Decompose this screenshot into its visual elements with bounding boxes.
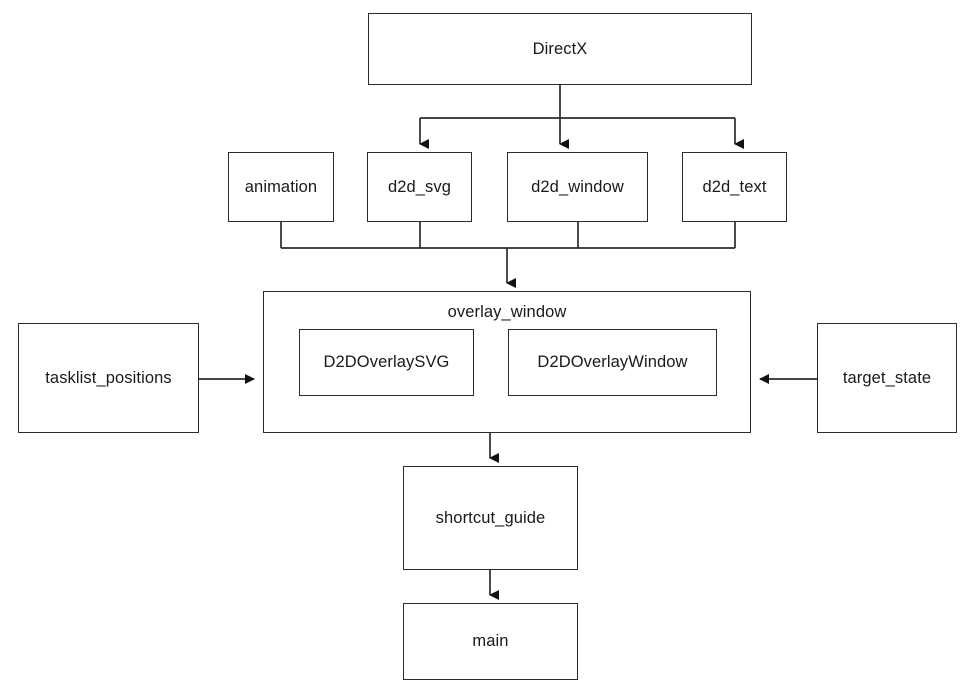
- node-animation-label: animation: [244, 177, 318, 196]
- node-overlay-window[interactable]: overlay_window D2DOverlaySVG D2DOverlayW…: [263, 291, 751, 433]
- node-d2d-overlay-window-label: D2DOverlayWindow: [537, 353, 688, 371]
- node-d2d-svg[interactable]: d2d_svg: [367, 152, 472, 222]
- node-d2d-svg-label: d2d_svg: [387, 177, 452, 196]
- node-main[interactable]: main: [403, 603, 578, 680]
- node-d2d-window-label: d2d_window: [531, 177, 624, 196]
- node-d2d-overlay-svg[interactable]: D2DOverlaySVG: [299, 329, 474, 396]
- node-overlay-window-label: overlay_window: [447, 303, 567, 321]
- node-d2d-overlay-window[interactable]: D2DOverlayWindow: [508, 329, 717, 396]
- node-directx[interactable]: DirectX: [368, 13, 752, 85]
- node-tasklist-positions[interactable]: tasklist_positions: [18, 323, 199, 433]
- node-target-state-label: target_state: [842, 368, 932, 387]
- node-directx-label: DirectX: [532, 39, 588, 58]
- node-d2d-overlay-svg-label: D2DOverlaySVG: [323, 353, 450, 371]
- node-shortcut-guide[interactable]: shortcut_guide: [403, 466, 578, 570]
- node-animation[interactable]: animation: [228, 152, 334, 222]
- node-main-label: main: [472, 632, 509, 650]
- node-d2d-window[interactable]: d2d_window: [507, 152, 648, 222]
- node-target-state[interactable]: target_state: [817, 323, 957, 433]
- node-d2d-text[interactable]: d2d_text: [682, 152, 787, 222]
- node-tasklist-positions-label: tasklist_positions: [45, 368, 172, 387]
- node-d2d-text-label: d2d_text: [702, 177, 767, 196]
- node-shortcut-guide-label: shortcut_guide: [435, 508, 546, 527]
